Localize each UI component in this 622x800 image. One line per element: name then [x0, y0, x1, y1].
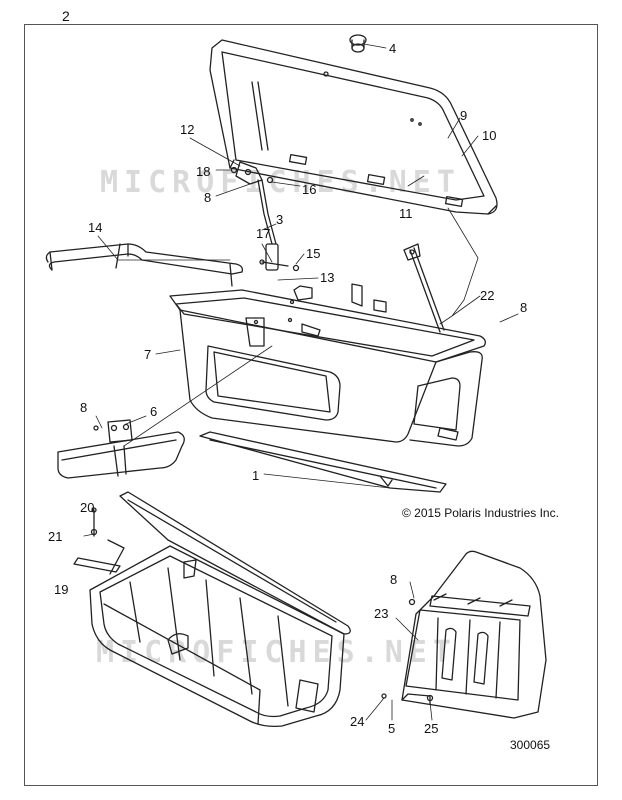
floor-panel — [199, 431, 447, 493]
hinge-strut-assembly — [230, 161, 300, 272]
callout-17: 17 — [256, 226, 270, 241]
callout-22: 22 — [480, 288, 494, 303]
callout-5: 5 — [388, 721, 395, 736]
callout-6: 6 — [150, 404, 157, 419]
callout-20: 20 — [80, 500, 94, 515]
callout-9: 9 — [460, 108, 467, 123]
callout-7: 7 — [144, 347, 151, 362]
callout-16: 16 — [302, 182, 316, 197]
callout-labels: 4 9 10 11 12 18 8 16 3 17 15 13 14 22 8 … — [48, 41, 527, 736]
storage-box-main — [169, 283, 486, 447]
hinge-bracket-assembly — [57, 419, 185, 479]
callout-8-right: 8 — [520, 300, 527, 315]
figure-number: 300065 — [510, 738, 551, 752]
callout-1: 1 — [252, 468, 259, 483]
storage-box-bottom — [73, 491, 351, 728]
latch-knob — [349, 34, 367, 53]
callout-8-left: 8 — [80, 400, 87, 415]
side-panel-assembly — [381, 550, 547, 719]
lid-hinge-plates — [288, 154, 464, 207]
callout-13: 13 — [320, 270, 334, 285]
callout-21: 21 — [48, 529, 62, 544]
copyright-notice: © 2015 Polaris Industries Inc. — [402, 506, 559, 520]
callout-3: 3 — [276, 212, 283, 227]
callout-19: 19 — [54, 582, 68, 597]
callout-8-bottom: 8 — [390, 572, 397, 587]
lid-strut — [251, 81, 269, 151]
callout-8-upper: 8 — [204, 190, 211, 205]
callout-14: 14 — [88, 220, 102, 235]
seal-rail — [45, 243, 244, 287]
callout-15: 15 — [306, 246, 320, 261]
page-number: 2 — [62, 8, 70, 24]
callout-18: 18 — [196, 164, 210, 179]
storage-box-lid — [209, 39, 498, 215]
watermark-bottom: MICROFICHES.NET — [96, 635, 457, 670]
callout-25: 25 — [424, 721, 438, 736]
leader-lines — [83, 43, 519, 721]
callout-10: 10 — [482, 128, 496, 143]
callout-11: 11 — [399, 206, 413, 221]
diagram-frame — [24, 24, 598, 786]
gas-strut-right — [403, 243, 445, 333]
callout-24: 24 — [350, 714, 364, 729]
watermark-top: MICROFICHES.NET — [100, 165, 461, 200]
callout-12: 12 — [180, 122, 194, 137]
callout-23: 23 — [374, 606, 388, 621]
callout-4: 4 — [389, 41, 396, 56]
